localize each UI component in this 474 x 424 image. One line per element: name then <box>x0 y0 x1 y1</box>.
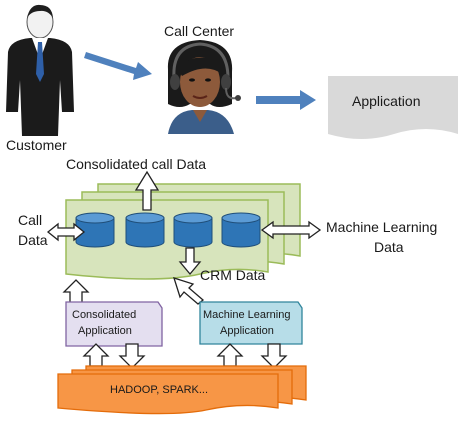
machine-learning-data-label-line2: Data <box>374 239 404 255</box>
application-label: Application <box>352 93 421 109</box>
consolidated-application-label-line2: Application <box>78 325 132 337</box>
ml-application-label-line1: Machine Learning <box>203 309 291 321</box>
ml-application-label-line2: Application <box>220 325 274 337</box>
customer-person-icon <box>6 4 74 136</box>
call-data-label-line1: Call <box>18 212 43 228</box>
consolidated-call-data-arrow <box>134 170 160 211</box>
crm-data-arrow <box>178 247 202 276</box>
hadoop-spark-label: HADOOP, SPARK... <box>110 384 209 396</box>
customer-label: Customer <box>6 137 67 153</box>
application-document <box>328 76 458 139</box>
machine-learning-data-label-line1: Machine Learning <box>326 219 438 235</box>
consolidated-application-upload-arrow <box>62 279 90 305</box>
consolidated-app-hadoop-arrows <box>82 343 146 369</box>
crm-data-label: CRM Data <box>200 267 266 283</box>
ml-application-upload-arrow <box>173 277 205 305</box>
consolidated-call-data-label: Consolidated call Data <box>66 156 207 172</box>
database-cylinder-icon <box>173 212 213 248</box>
database-cylinder-icon <box>221 212 261 248</box>
customer-to-call-center-arrow <box>84 52 152 80</box>
call-data-label-line2: Data <box>18 232 48 248</box>
consolidated-application-label-line1: Consolidated <box>72 309 137 321</box>
machine-learning-data-arrow <box>260 220 322 240</box>
consolidated-application-box <box>65 301 163 347</box>
call-center-agent-icon <box>167 40 241 134</box>
call-data-arrow <box>46 222 86 242</box>
ml-application-box <box>199 301 303 345</box>
call-center-label: Call Center <box>164 23 235 39</box>
call-center-to-application-arrow <box>256 90 316 110</box>
hadoop-spark-stack <box>57 365 307 415</box>
database-cylinder-icon <box>75 212 115 248</box>
database-cylinder-icon <box>125 212 165 248</box>
ml-app-hadoop-arrows <box>216 343 288 369</box>
